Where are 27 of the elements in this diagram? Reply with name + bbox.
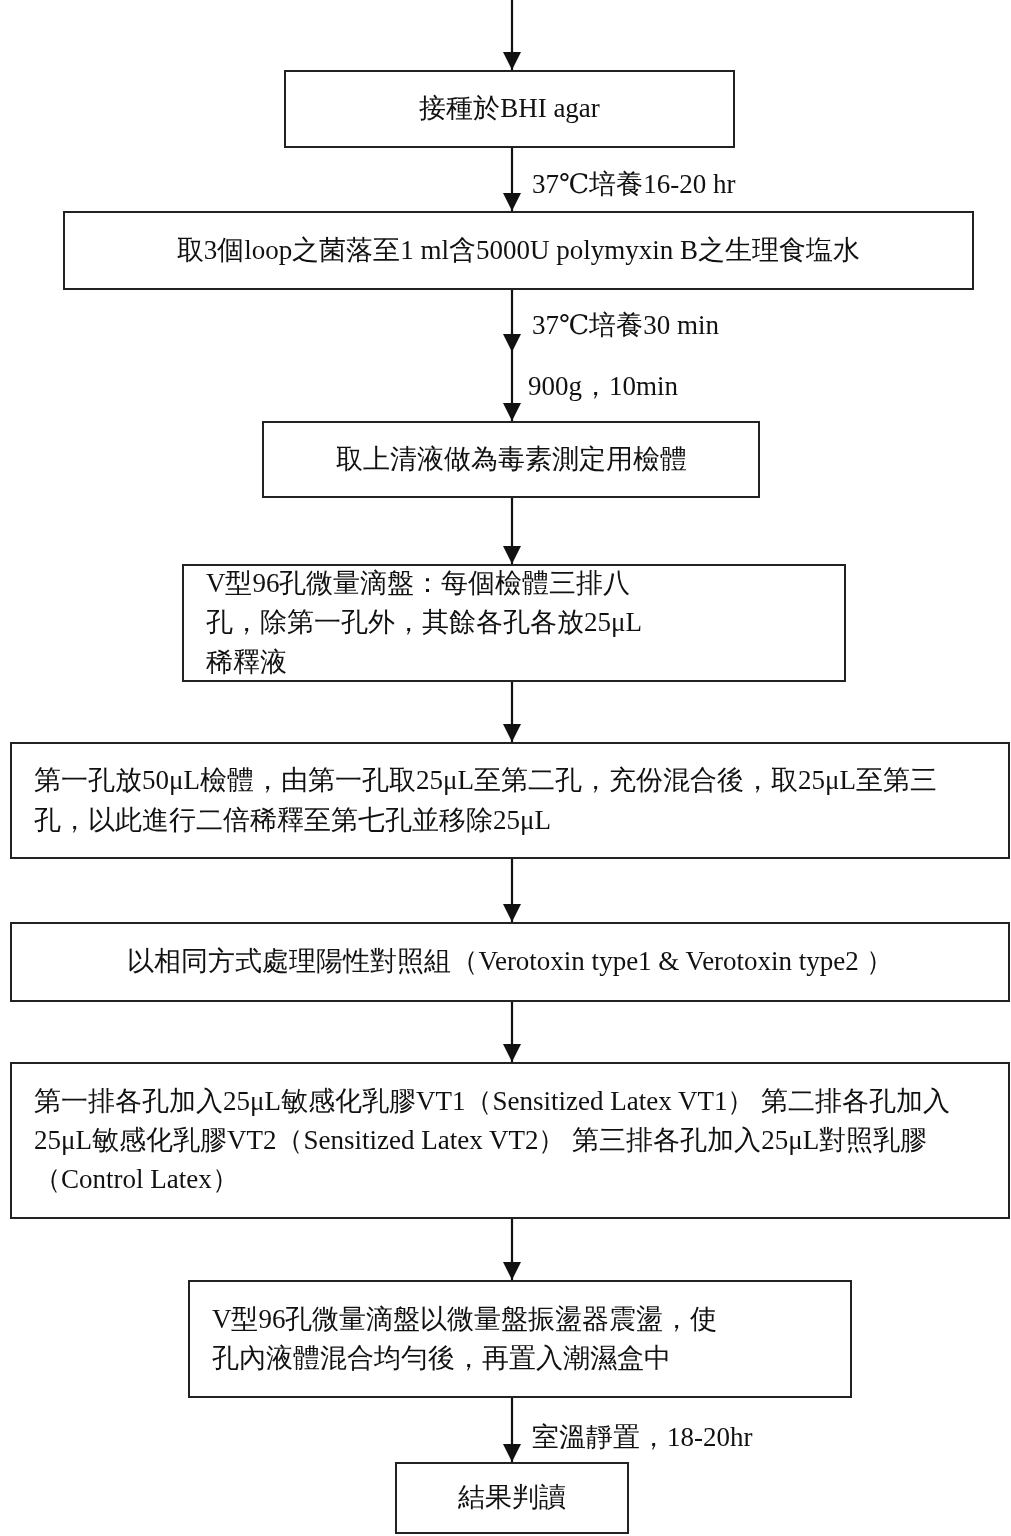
step-text: 以相同方式處理陽性對照組（Verotoxin type1 & Verotoxin type2 ） <box>126 945 894 979</box>
process-box <box>182 564 846 682</box>
process-box <box>63 211 974 290</box>
process-box <box>10 922 1010 1002</box>
arrow <box>503 1398 521 1462</box>
process-box <box>395 1462 629 1534</box>
arrow <box>503 498 521 564</box>
arrow <box>503 1002 521 1062</box>
step-text: 第一孔放50μL檢體，由第一孔取25μL至第二孔，充份混合後，取25μL至第三孔，以此進行二倍稀釋至第七孔並移除25μL <box>34 764 938 837</box>
arrow <box>503 859 521 922</box>
step-text: 取3個loop之菌落至1 ml含5000U polymyxin B之生理食塩水 <box>175 233 862 267</box>
step-text: V型96孔微量滴盤以微量盤振盪器震盪，使孔內液體混合均勻後，再置入潮濕盒中 <box>212 1302 719 1375</box>
step-text: V型96孔微量滴盤：每個檢體三排八孔，除第一孔外，其餘各孔各放25μL稀釋液 <box>206 567 643 679</box>
process-box <box>262 421 760 498</box>
process-box <box>188 1280 852 1398</box>
step-text: 接種於BHI agar <box>418 92 601 126</box>
arrow <box>503 0 521 70</box>
arrow <box>503 148 521 211</box>
arrow <box>503 682 521 742</box>
process-box <box>10 1062 1010 1219</box>
step-text: 第一排各孔加入25μL敏感化乳膠VT1（Sensitized Latex VT1） 第二排各孔加入25μL敏感化乳膠VT2（Sensitized Latex VT2） 第三排各孔加入25μL對照乳膠（Control Latex） <box>34 1084 952 1197</box>
process-box <box>10 742 1010 859</box>
process-box <box>284 70 735 148</box>
step-text: 結果判讀 <box>457 1481 567 1515</box>
step-text: 取上清液做為毒素測定用檢體 <box>334 442 688 476</box>
arrow <box>503 1219 521 1280</box>
arrow <box>503 290 521 421</box>
